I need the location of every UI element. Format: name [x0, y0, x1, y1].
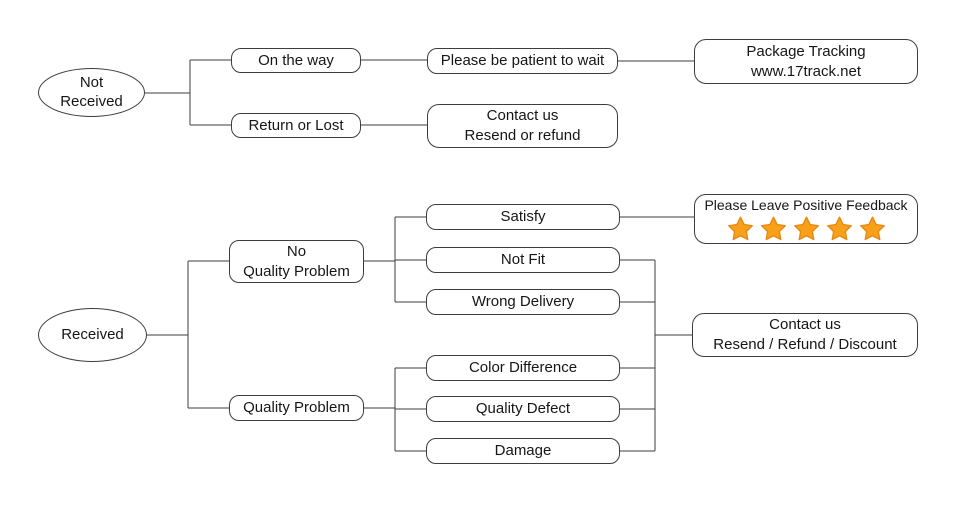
node-not-fit-label: Not Fit — [500, 251, 546, 269]
node-color-difference: Color Difference — [426, 355, 620, 381]
node-return-or-lost: Return or Lost — [231, 113, 361, 138]
node-contact-resend-refund-label: Contact us Resend or refund — [464, 107, 581, 144]
node-quality-problem: Quality Problem — [229, 395, 364, 421]
node-quality-defect: Quality Defect — [426, 396, 620, 422]
node-positive-feedback: Please Leave Positive Feedback — [694, 194, 918, 244]
node-package-tracking-label: Package Tracking www.17track.net — [746, 42, 866, 80]
node-not-received: Not Received — [38, 68, 145, 117]
connector-received-branch — [147, 260, 229, 409]
node-on-the-way-label: On the way — [258, 51, 334, 69]
star-icon — [727, 216, 753, 240]
connector-no-quality-branch — [364, 216, 426, 303]
node-wrong-delivery: Wrong Delivery — [426, 289, 620, 315]
node-satisfy-label: Satisfy — [500, 208, 546, 226]
node-damage-label: Damage — [494, 442, 552, 460]
star-icon — [793, 216, 819, 240]
node-please-be-patient-label: Please be patient to wait — [440, 52, 605, 70]
node-quality-defect-label: Quality Defect — [475, 400, 571, 418]
node-not-fit: Not Fit — [426, 247, 620, 273]
connector-bus-to-contact — [620, 259, 692, 452]
node-no-quality-problem: No Quality Problem — [229, 240, 364, 283]
node-please-be-patient: Please be patient to wait — [427, 48, 618, 74]
node-on-the-way: On the way — [231, 48, 361, 73]
node-contact-resend-refund: Contact us Resend or refund — [427, 104, 618, 148]
star-icon — [826, 216, 852, 240]
node-color-difference-label: Color Difference — [468, 359, 578, 377]
node-package-tracking: Package Tracking www.17track.net — [694, 39, 918, 84]
node-no-quality-problem-label: No Quality Problem — [243, 242, 350, 280]
connector-not-received-branch — [145, 59, 231, 126]
node-received: Received — [38, 308, 147, 362]
node-positive-feedback-label: Please Leave Positive Feedback — [704, 197, 908, 214]
node-satisfy: Satisfy — [426, 204, 620, 230]
node-contact-resend-refund-discount-label: Contact us Resend / Refund / Discount — [713, 316, 897, 353]
node-contact-resend-refund-discount: Contact us Resend / Refund / Discount — [692, 313, 918, 357]
node-damage: Damage — [426, 438, 620, 464]
star-row — [727, 216, 886, 242]
node-received-label: Received — [61, 325, 124, 343]
star-icon — [859, 216, 885, 240]
node-wrong-delivery-label: Wrong Delivery — [471, 293, 575, 311]
connector-quality-branch — [364, 367, 426, 452]
node-not-received-label: Not Received — [60, 73, 123, 110]
node-return-or-lost-label: Return or Lost — [248, 116, 344, 134]
star-icon — [760, 216, 786, 240]
node-quality-problem-label: Quality Problem — [243, 399, 350, 417]
